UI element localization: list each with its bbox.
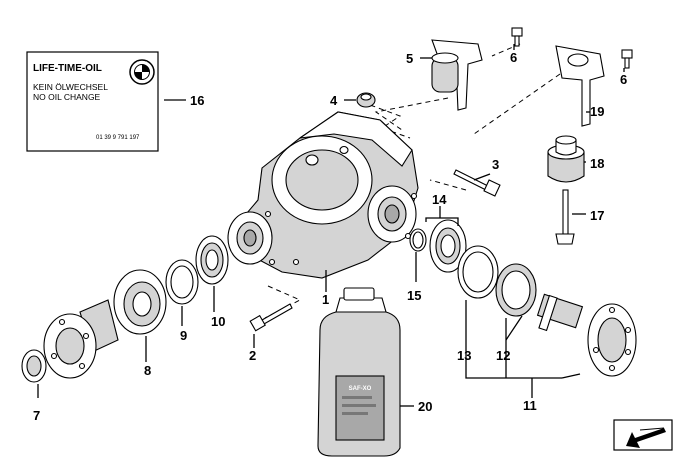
nut xyxy=(356,92,376,108)
callout-labels: 16 1 2 3 4 5 6 6 7 8 9 10 11 12 13 14 15… xyxy=(33,50,627,423)
bolt-side xyxy=(453,169,501,197)
ring-9 xyxy=(165,259,199,305)
callout-6-right: 6 xyxy=(620,72,627,87)
output-flange xyxy=(536,293,637,377)
ring-12 xyxy=(495,263,537,317)
bmw-logo-icon: BMW xyxy=(129,59,155,85)
callout-13: 13 xyxy=(457,348,471,363)
shaft-seal xyxy=(429,219,467,273)
oil-label-line2: NO OIL CHANGE xyxy=(33,92,101,102)
lock-plate-7 xyxy=(21,349,47,383)
callout-10: 10 xyxy=(211,314,225,329)
deflector-8 xyxy=(113,269,167,335)
input-flange xyxy=(43,299,119,379)
oil-label-title: LIFE-TIME-OIL xyxy=(33,63,102,74)
callout-7: 7 xyxy=(33,408,40,423)
differential-housing xyxy=(227,111,419,279)
callout-3: 3 xyxy=(492,157,499,172)
bolt-2 xyxy=(249,303,293,332)
callout-16: 16 xyxy=(190,93,204,108)
svg-text:BMW: BMW xyxy=(137,60,147,65)
callout-15: 15 xyxy=(407,288,421,303)
callout-9: 9 xyxy=(180,328,187,343)
oil-label-line1: KEIN ÖLWECHSEL xyxy=(33,82,108,92)
ring-13 xyxy=(457,245,499,299)
callout-6-left: 6 xyxy=(510,50,517,65)
bolt-top-left xyxy=(511,27,523,47)
callout-4: 4 xyxy=(330,93,338,108)
bolt-top-right xyxy=(621,49,633,69)
callout-8: 8 xyxy=(144,363,151,378)
seal-10 xyxy=(195,235,229,285)
callout-1: 1 xyxy=(322,292,329,307)
rubber-mount xyxy=(547,135,585,183)
callout-12: 12 xyxy=(496,348,510,363)
callout-18: 18 xyxy=(590,156,604,171)
bracket-rear xyxy=(555,45,605,127)
callout-17: 17 xyxy=(590,208,604,223)
oil-label-part-number: 01 39 9 791 197 xyxy=(96,135,140,141)
callout-14: 14 xyxy=(432,192,447,207)
mount-bolt xyxy=(555,189,575,245)
bracket-front xyxy=(431,39,483,111)
oil-info-label: LIFE-TIME-OIL KEIN ÖLWECHSEL NO OIL CHAN… xyxy=(26,51,159,152)
leader-lines xyxy=(37,44,625,407)
direction-arrow-icon xyxy=(613,419,673,451)
svg-text:SAF-XO: SAF-XO xyxy=(349,386,372,392)
oil-bottle: SAF-XO xyxy=(317,287,401,457)
callout-2: 2 xyxy=(249,348,256,363)
callout-11: 11 xyxy=(523,398,537,413)
callout-19: 19 xyxy=(590,104,604,119)
callout-20: 20 xyxy=(418,399,432,414)
callout-5: 5 xyxy=(406,51,413,66)
o-ring xyxy=(409,228,427,252)
